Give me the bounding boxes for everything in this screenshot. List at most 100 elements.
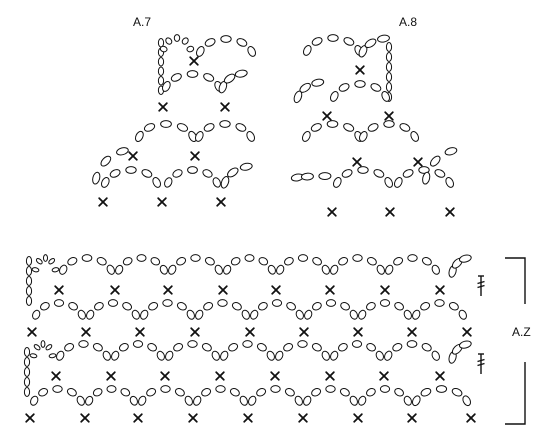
chain-stitch-symbol (102, 350, 111, 361)
double-crochet-symbol (477, 362, 485, 367)
single-crochet-symbol (54, 285, 64, 295)
single-crochet-symbol (220, 102, 230, 112)
chain-stitch-symbol (385, 42, 393, 52)
chain-stitch-symbol (38, 388, 49, 397)
single-crochet-symbol (407, 413, 417, 423)
chain-stitch-symbol (418, 166, 430, 174)
chain-stitch-symbol (234, 69, 248, 78)
chain-stitch-symbol (111, 350, 120, 361)
chain-stitch-symbol (393, 257, 404, 266)
chain-stitch-symbol (172, 169, 183, 178)
single-crochet-symbol (322, 111, 332, 121)
single-crochet-symbol (81, 327, 91, 337)
single-crochet-symbol (190, 327, 200, 337)
chain-stitch-symbol (330, 350, 339, 361)
single-crochet-symbol (298, 413, 308, 423)
chain-stitch-symbol (162, 299, 173, 307)
single-crochet-symbol (27, 327, 37, 337)
chain-stitch-symbol (301, 130, 311, 142)
single-crochet-symbol (385, 207, 395, 217)
chain-stitch-symbol (338, 257, 349, 266)
chain-stitch-symbol (51, 267, 60, 273)
chain-stitch-symbol (399, 123, 411, 132)
single-crochet-symbol (379, 371, 389, 381)
single-crochet-symbol (243, 413, 253, 423)
chain-stitch-symbol (134, 130, 144, 142)
chain-stitch-symbol (311, 343, 322, 352)
chain-stitch-symbol (217, 299, 228, 307)
chain-stitch-symbol (132, 340, 144, 348)
chain-stitch-symbol (96, 257, 107, 266)
chain-stitch-symbol (321, 350, 330, 361)
chain-stitch-symbol (196, 46, 205, 57)
chain-stitch-symbol (310, 123, 322, 132)
single-crochet-symbol (435, 371, 445, 381)
chain-stitch-symbol (147, 343, 157, 352)
chain-stitch-symbol (366, 343, 376, 352)
single-crochet-symbol (353, 413, 363, 423)
chain-stitch-symbol (228, 343, 239, 352)
chain-stitch-symbol (195, 309, 204, 320)
chain-stitch-symbol (241, 309, 250, 320)
chain-stitch-symbol (92, 388, 103, 397)
single-crochet-symbol (158, 102, 168, 112)
chain-stitch-symbol (421, 343, 432, 352)
single-crochet-symbol (157, 197, 167, 207)
chain-stitch-symbol (116, 147, 129, 156)
chain-stitch-symbol (56, 350, 65, 361)
chain-stitch-symbol (354, 80, 366, 88)
chain-stitch-symbol (170, 73, 182, 82)
chain-stitch-symbol (311, 388, 322, 397)
chain-stitch-symbol (303, 45, 312, 56)
chain-stitch-symbol (78, 340, 89, 348)
chain-stitch-symbol (211, 350, 220, 361)
chain-stitch-symbol (235, 123, 247, 132)
chain-stitch-symbol (258, 302, 268, 311)
chain-stitch-symbol (330, 264, 339, 275)
single-crochet-symbol (445, 207, 455, 217)
chain-stitch-symbol (215, 385, 226, 393)
chain-stitch-symbol (381, 91, 390, 102)
chain-stitch-symbol (458, 254, 472, 263)
chain-stitch-symbol (101, 177, 110, 188)
chain-stitch-symbol (150, 257, 161, 266)
chain-stitch-symbol (168, 264, 177, 275)
chain-stitch-symbol (33, 344, 41, 351)
chain-stitch-symbol (160, 120, 172, 128)
chain-stitch-symbol (421, 257, 432, 266)
single-crochet-symbol (270, 371, 280, 381)
chain-stitch-symbol (330, 91, 339, 102)
single-crochet-symbol (413, 157, 423, 167)
chain-stitch-symbol (195, 131, 204, 142)
chain-stitch-symbol (349, 395, 358, 406)
chain-stitch-symbol (23, 377, 31, 387)
chain-stitch-symbol (303, 395, 312, 406)
chain-stitch-symbol (204, 38, 216, 47)
chain-stitch-symbol (247, 46, 256, 57)
chain-stitch-symbol (284, 388, 295, 397)
chain-stitch-symbol (229, 388, 240, 397)
chain-stitch-symbol (402, 169, 414, 178)
chain-stitch-symbol (359, 131, 368, 142)
chain-stitch-symbol (53, 299, 65, 307)
single-crochet-symbol (407, 327, 417, 337)
chain-stitch-symbol (25, 276, 33, 286)
single-crochet-symbol (355, 65, 365, 75)
chain-stitch-symbol (410, 131, 419, 142)
chain-stitch-symbol (23, 357, 31, 367)
chain-stitch-symbol (295, 309, 304, 320)
chain-stitch-symbol (35, 258, 43, 265)
chain-stitch-symbol (148, 302, 159, 311)
single-crochet-symbol (135, 327, 145, 337)
chain-stitch-symbol (186, 309, 195, 320)
chain-stitch-symbol (25, 266, 33, 276)
chain-stitch-symbol (122, 257, 133, 266)
chain-stitch-symbol (367, 123, 379, 132)
chain-stitch-symbol (160, 385, 171, 393)
chain-stitch-symbol (384, 177, 393, 188)
single-crochet-symbol (189, 56, 199, 66)
chain-stitch-symbol (186, 70, 199, 78)
chain-stitch-symbol (244, 254, 255, 262)
chain-stitch-symbol (411, 395, 421, 407)
